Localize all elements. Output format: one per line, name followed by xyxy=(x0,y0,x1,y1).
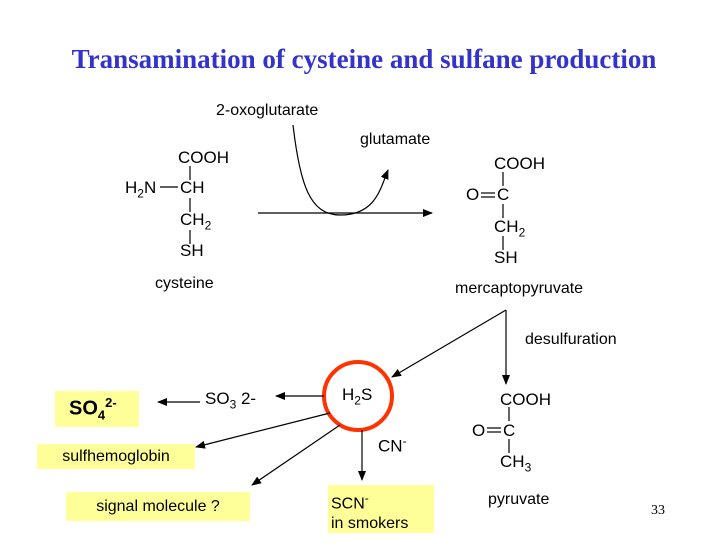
arrow-to-h2s xyxy=(391,309,507,378)
h2s-formula: H2S xyxy=(342,385,373,408)
label-mercaptopyruvate: mercaptopyruvate xyxy=(455,280,584,297)
so4-formula: SO42- xyxy=(69,395,117,423)
page-number: 33 xyxy=(651,503,665,518)
mp-o: O xyxy=(466,185,480,204)
mp-sh: SH xyxy=(494,248,518,267)
cys-sh: SH xyxy=(180,241,204,260)
cys-amine-group: H2N xyxy=(125,178,157,201)
label-desulfuration: desulfuration xyxy=(525,331,617,348)
cn-label: CN- xyxy=(378,434,407,456)
cosubstrate-curve-arrow xyxy=(292,124,389,216)
cys-cooh: COOH xyxy=(178,148,229,167)
label-glutamate: glutamate xyxy=(360,131,431,148)
pyr-o: O xyxy=(472,421,486,440)
page-title: Transamination of cysteine and sulfane p… xyxy=(71,44,657,74)
label-cysteine: cysteine xyxy=(155,275,214,292)
mp-ch2: CH2 xyxy=(494,217,526,240)
mp-c: C xyxy=(497,185,510,204)
signal-molecule-box: signal molecule ? xyxy=(66,492,250,521)
so4-highlight-box: SO42- xyxy=(55,391,139,427)
sulfhemoglobin-box: sulfhemoglobin xyxy=(37,444,195,469)
label-pyruvate: pyruvate xyxy=(488,491,550,508)
so3-formula: SO3 2- xyxy=(205,389,257,412)
mp-cooh: COOH xyxy=(494,154,545,173)
cys-ch: CH xyxy=(180,178,205,197)
cys-ch2: CH2 xyxy=(180,210,212,233)
pyr-c: C xyxy=(503,421,516,440)
scn-in-smokers: in smokers xyxy=(331,515,409,533)
scn-formula: SCN- xyxy=(331,491,369,513)
pyr-cooh: COOH xyxy=(500,390,551,409)
arrow-to-sulfhemoglobin xyxy=(195,412,331,449)
pyr-ch3: CH3 xyxy=(500,452,532,475)
arrow-to-signal xyxy=(251,424,341,486)
label-2-oxoglutarate: 2-oxoglutarate xyxy=(216,102,319,119)
scn-box: SCN- in smokers xyxy=(328,485,434,533)
